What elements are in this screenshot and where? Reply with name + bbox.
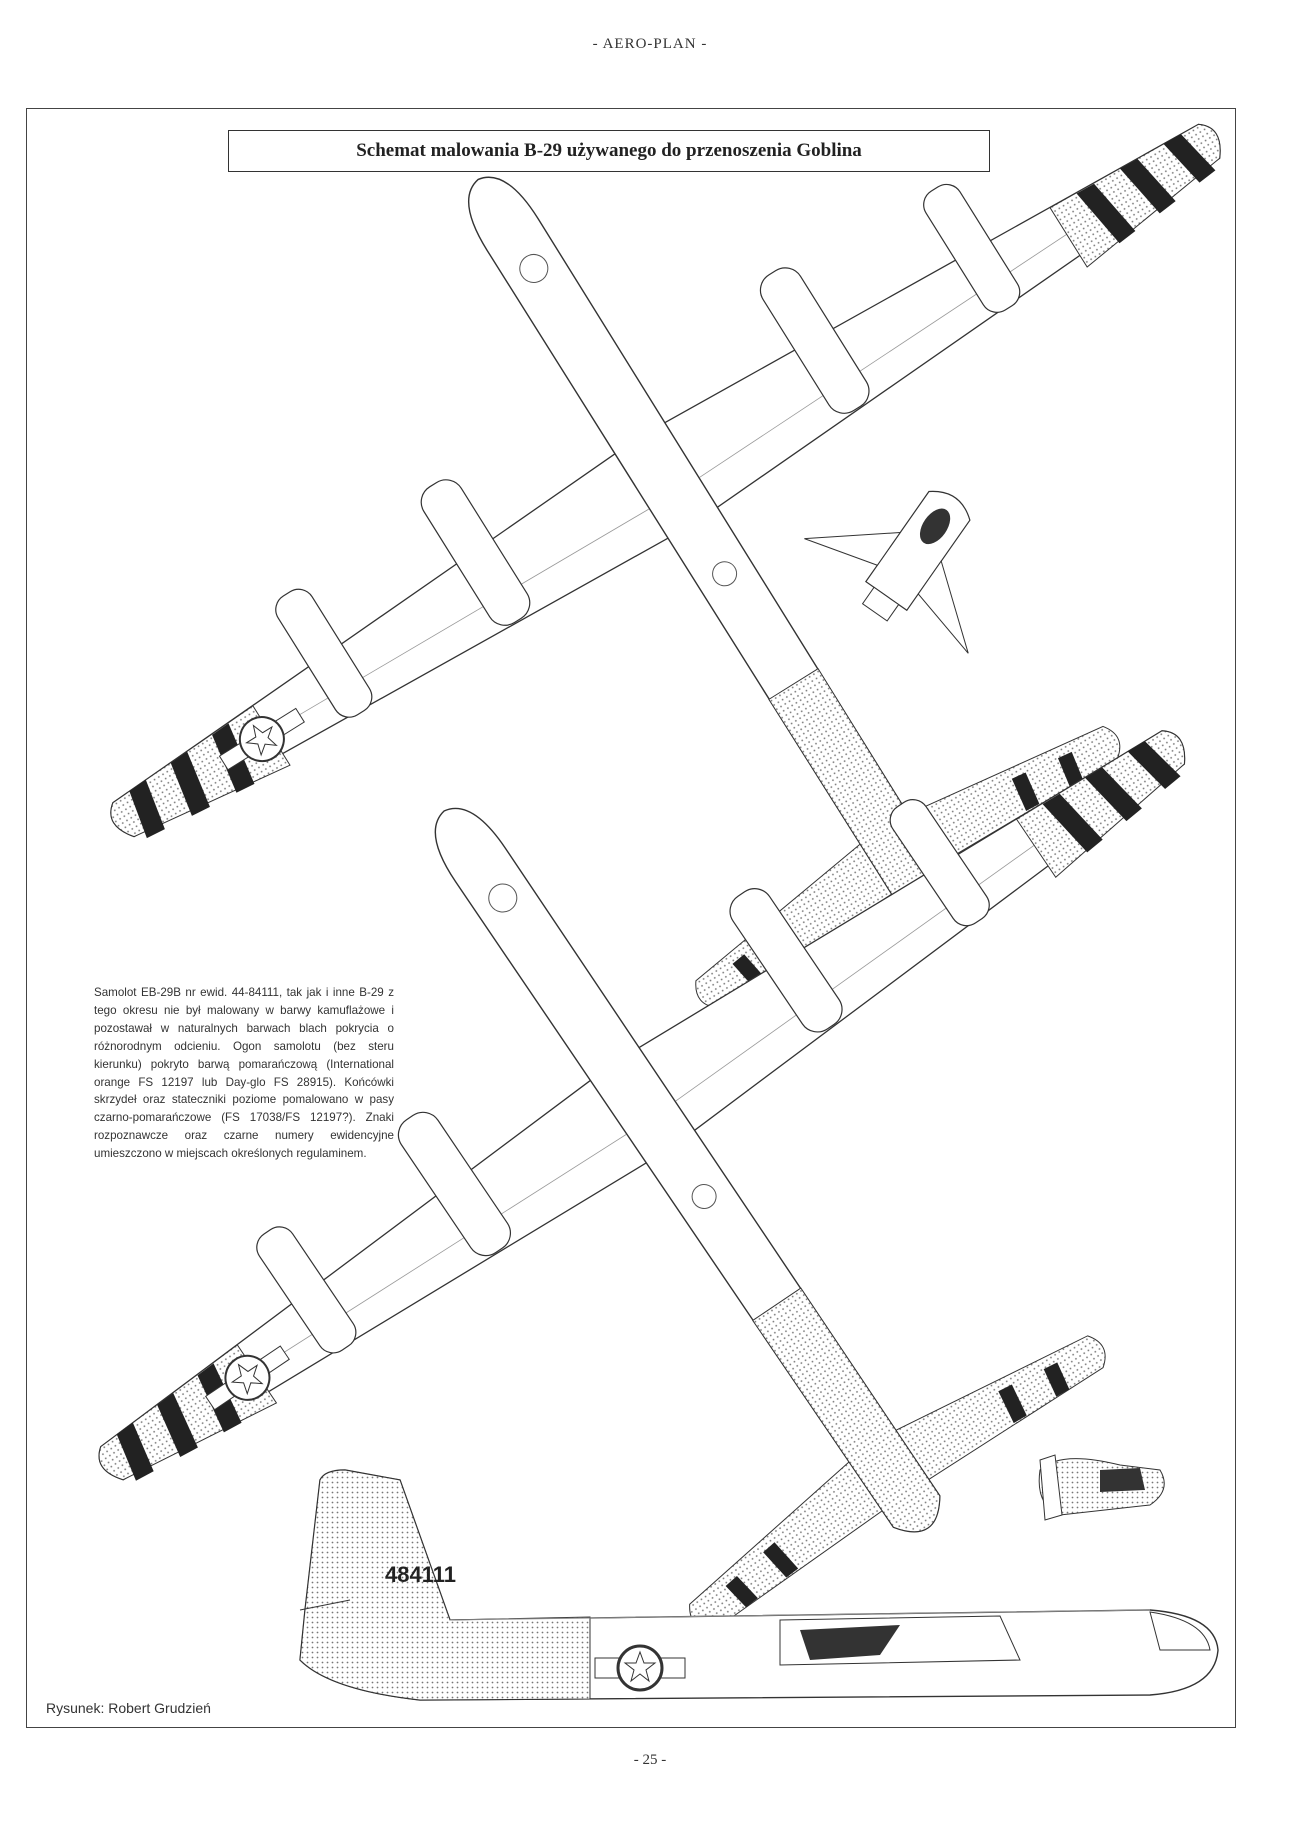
figure-frame	[26, 108, 1236, 1728]
goblin-side-view	[1038, 1454, 1165, 1521]
figure-title: Schemat malowania B-29 używanego do prze…	[228, 130, 990, 172]
running-header: - AERO-PLAN -	[592, 36, 708, 52]
figure-caption: Samolot EB-29B nr ewid. 44-84111, tak ja…	[94, 986, 394, 1161]
tail-number: 484111	[385, 1562, 456, 1587]
drawing-credit: Rysunek: Robert Grudzień	[46, 1700, 211, 1716]
goblin-top-view	[804, 490, 971, 654]
page-number: - 25 -	[633, 1752, 667, 1768]
b29-side-view: 484111	[299, 1469, 1219, 1701]
